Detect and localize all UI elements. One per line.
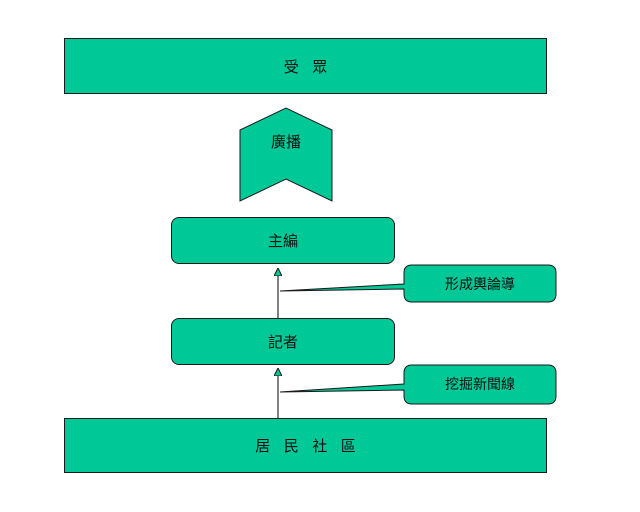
callout-leads-shape — [279, 364, 557, 405]
callout-leads-label: 挖掘新聞線 — [445, 377, 515, 393]
audience-label: 受眾 — [283, 57, 341, 76]
editor-label: 主編 — [267, 232, 298, 250]
community-box: 居民社區 — [64, 418, 547, 473]
callout-opinion-shape — [279, 264, 557, 303]
broadcast-label: 廣播 — [270, 132, 301, 151]
reporter-label: 記者 — [267, 333, 298, 351]
editor-box: 主編 — [171, 217, 395, 264]
community-label: 居民社區 — [255, 437, 370, 455]
callout-opinion-label: 形成輿論導 — [445, 277, 515, 293]
reporter-box: 記者 — [171, 318, 395, 365]
audience-box: 受眾 — [64, 38, 547, 94]
broadcast-chevron — [239, 107, 333, 202]
